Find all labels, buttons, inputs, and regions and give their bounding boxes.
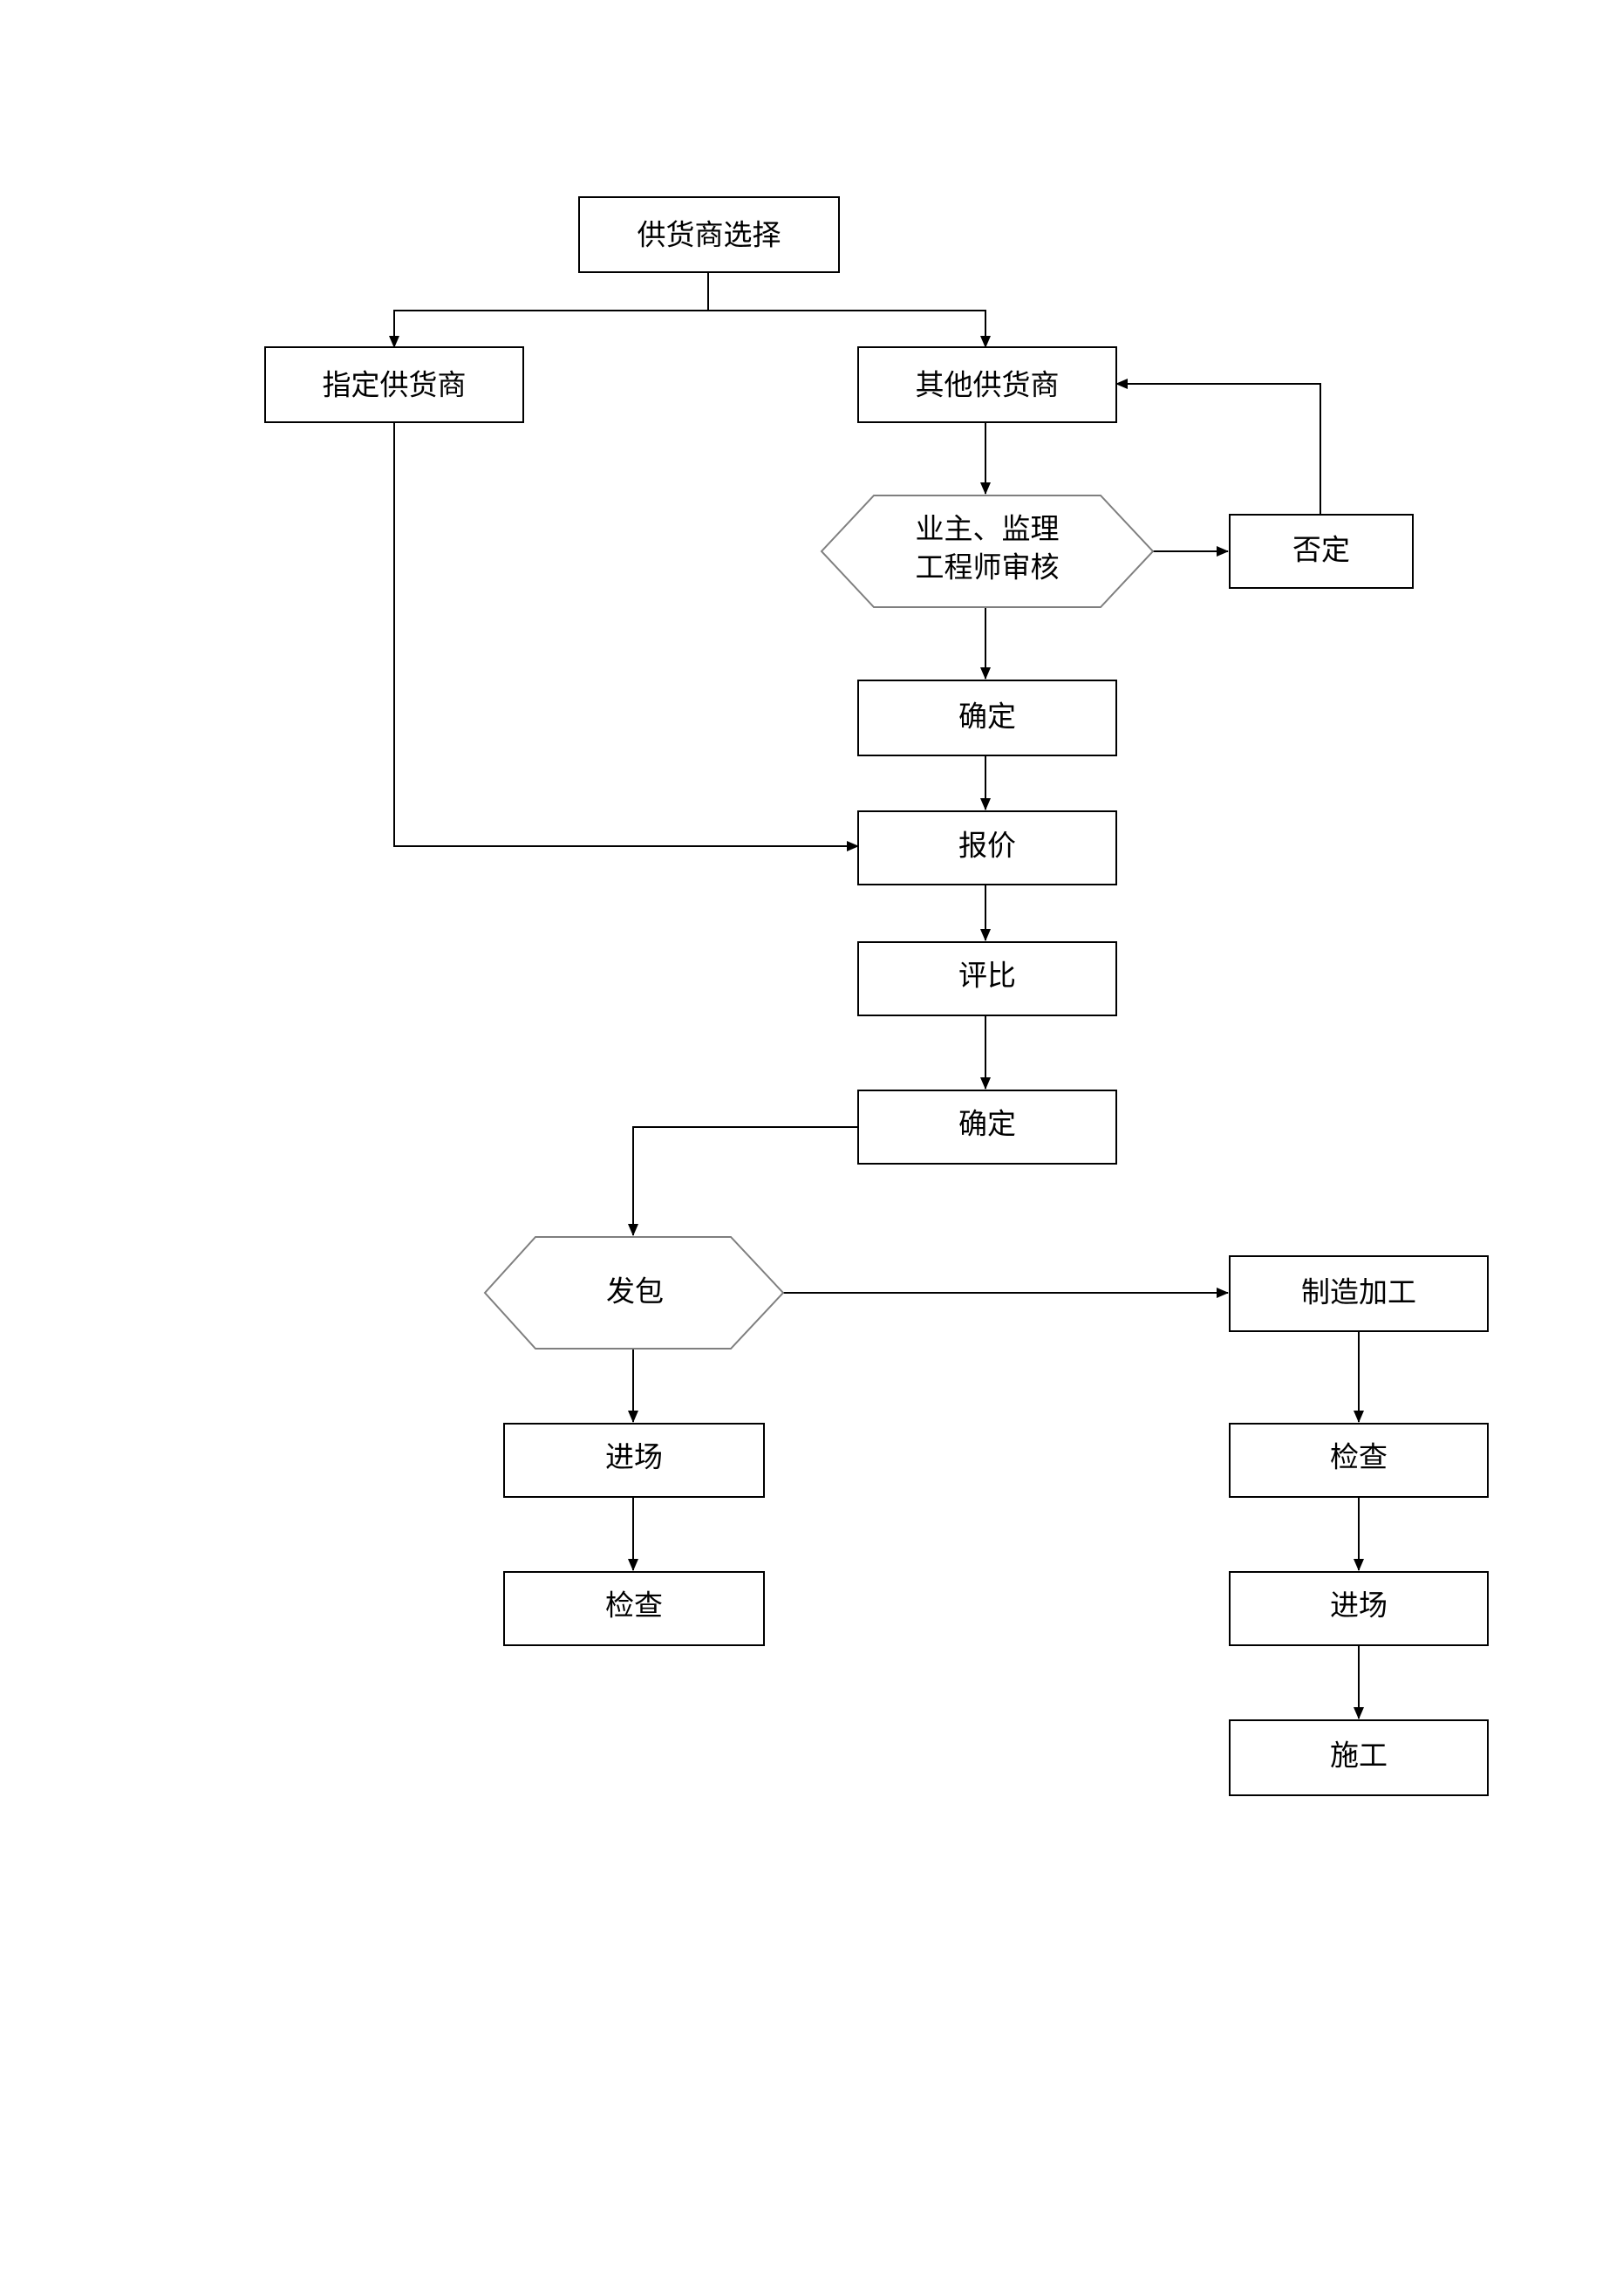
- node-site-entry-1: 进场: [503, 1423, 765, 1498]
- node-label: 报价: [958, 829, 1016, 863]
- node-comparison: 评比: [857, 941, 1117, 1016]
- node-label: 确定: [958, 1107, 1016, 1141]
- node-label: 指定供货商: [323, 368, 467, 402]
- node-label: 进场: [605, 1440, 663, 1474]
- node-subcontract: 发包: [483, 1236, 785, 1350]
- node-label: 否定: [1292, 533, 1350, 567]
- node-label: 制造加工: [1301, 1275, 1416, 1309]
- node-other-supplier: 其他供货商: [857, 346, 1117, 423]
- node-label: 进场: [1330, 1589, 1388, 1623]
- node-site-entry-2: 进场: [1229, 1571, 1489, 1646]
- connector-designated-to-quotation: [393, 422, 859, 851]
- connector-confirmed-to-subcontract: [628, 1126, 858, 1236]
- node-label: 供货商选择: [638, 218, 781, 252]
- node-label: 检查: [605, 1589, 663, 1623]
- node-manufacturing: 制造加工: [1229, 1255, 1489, 1332]
- connector-rejected-to-other: [1115, 379, 1321, 515]
- node-construction: 施工: [1229, 1719, 1489, 1796]
- node-label: 检查: [1330, 1440, 1388, 1474]
- connector-selection-to-designated: [389, 310, 708, 348]
- node-label: 评比: [958, 959, 1016, 993]
- connectors: [389, 272, 1364, 1719]
- node-inspection-1: 检查: [503, 1571, 765, 1646]
- node-label: 施工: [1330, 1739, 1388, 1773]
- connector-selection-to-other: [708, 310, 991, 348]
- node-label-line1: 业主、监理: [916, 512, 1060, 546]
- node-rejected: 否定: [1229, 514, 1414, 589]
- node-label: 发包: [606, 1274, 664, 1309]
- node-designated-supplier: 指定供货商: [264, 346, 524, 423]
- node-owner-supervisor-review: 业主、监理 工程师审核: [820, 495, 1155, 608]
- node-quotation: 报价: [857, 810, 1117, 885]
- node-label: 确定: [958, 700, 1016, 734]
- node-label-line2: 工程师审核: [916, 550, 1060, 584]
- node-confirmed-2: 确定: [857, 1090, 1117, 1165]
- node-supplier-selection: 供货商选择: [578, 196, 840, 273]
- node-inspection-2: 检查: [1229, 1423, 1489, 1498]
- node-label: 其他供货商: [916, 368, 1060, 402]
- node-confirmed-1: 确定: [857, 680, 1117, 756]
